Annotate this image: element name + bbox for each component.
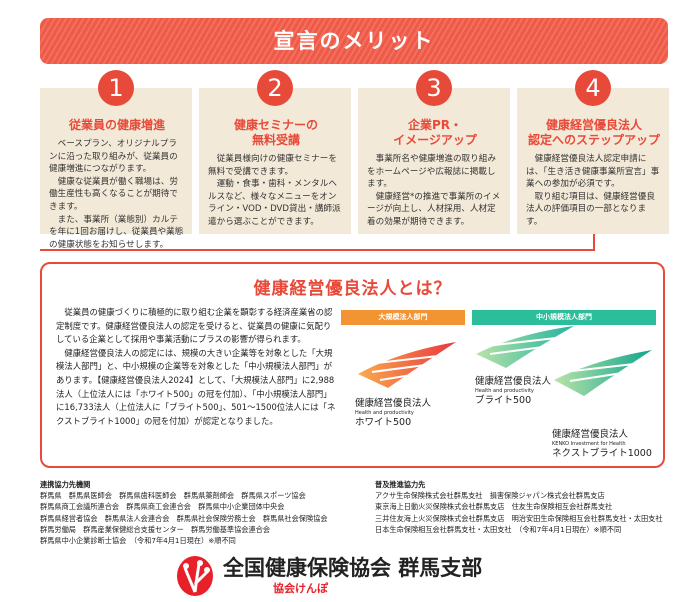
- connector-line: [593, 234, 595, 250]
- bright500-wing-icon: [476, 326, 574, 368]
- merit-title-line: 無料受講: [251, 133, 300, 147]
- merit-title: 企業PR・イメージアップ: [367, 118, 503, 148]
- large-category-tag: 大規模法人部門: [341, 310, 465, 325]
- merit-body: 従業員様向けの健康セミナーを無料で受講できます。運動・食事・歯科・メンタルヘルス…: [208, 153, 344, 229]
- about-section: 健康経営優良法人とは？ 従業員の健康づくりに積極的に取り組む企業を顕彰する経済産…: [40, 262, 665, 468]
- kyokai-kenpo-logo-icon: [177, 556, 213, 596]
- next-bright1000-logo: 健康経営優良法人 KENKO Investment for Health ネクス…: [552, 429, 652, 459]
- merits-banner: 宣言のメリット: [40, 18, 668, 64]
- merit-title-line: 従業員の健康増進: [68, 118, 165, 132]
- merit-number: 2: [257, 70, 293, 106]
- merit-title: 健康経営優良法人認定へのステップアップ: [526, 118, 662, 148]
- merit-title: 健康セミナーの無料受講: [208, 118, 344, 148]
- merit-title-line: 企業PR・: [407, 118, 463, 132]
- logo-en: Health and productivity: [355, 410, 414, 416]
- promoters-title: 普及推進協力先: [375, 480, 426, 489]
- merit-card: 2 健康セミナーの無料受講従業員様向けの健康セミナーを無料で受講できます。運動・食…: [199, 70, 351, 234]
- merit-paragraph: 健康な従業員が働く職場は、労働生産性も高くなることが期待できます。: [49, 176, 178, 212]
- white500-wing-icon: [358, 342, 456, 388]
- list-line: 群馬県中小企業診断士協会 （令和7年4月1日現在）※順不同: [40, 536, 236, 546]
- logo-name: 健康経営優良法人: [355, 398, 432, 409]
- merit-body: ベースプラン、オリジナルプランに沿った取り組みが、従業員の健康増進につながります…: [49, 138, 185, 251]
- merit-card: 1 従業員の健康増進ベースプラン、オリジナルプランに沿った取り組みが、従業員の健康…: [40, 70, 192, 250]
- list-line: 群馬県商工会議所連合会 群馬県商工会連合会 群馬県中小企業団体中央会: [40, 502, 285, 512]
- merit-title-line: イメージアップ: [393, 133, 477, 147]
- about-paragraph: 健康経営優良法人の認定には、規模の大きい企業等を対象とした「大規模法人部門」と、…: [56, 347, 336, 426]
- merit-paragraph: また、事業所（業態別）カルテを年に1回お届けし、従業員や業態の健康状態をお知らせ…: [49, 214, 184, 250]
- merit-number: 4: [575, 70, 611, 106]
- merit-paragraph: 健康経営優良法人認定申請には、「生き活き健康事業所宣言」事業への参加が必須です。: [526, 154, 660, 190]
- list-line: 群馬県 群馬県医師会 群馬県歯科医師会 群馬県薬剤師会 群馬県スポーツ協会: [40, 491, 306, 501]
- logo-rank: ホワイト500: [355, 417, 412, 428]
- logo-name: 健康経営優良法人: [552, 429, 629, 440]
- list-line: 日本生命保険相互会社群馬支社・太田支社 （令和7年4月1日現在）※順不同: [375, 524, 622, 534]
- about-paragraph: 従業員の健康づくりに積極的に取り組む企業を顕彰する経済産業省の認定制度です。健康…: [56, 307, 333, 345]
- partners-list: 連携協力先機関 群馬県 群馬県医師会 群馬県歯科医師会 群馬県薬剤師会 群馬県ス…: [40, 479, 328, 546]
- about-text: 従業員の健康づくりに積極的に取り組む企業を顕彰する経済産業省の認定制度です。健康…: [56, 306, 338, 428]
- about-title: 健康経営優良法人とは？: [253, 279, 452, 299]
- merit-paragraph: 従業員様向けの健康セミナーを無料で受講できます。: [208, 154, 337, 177]
- merit-paragraph: 取り組む項目は、健康経営優良法人の評価項目の一部となります。: [526, 191, 655, 227]
- merit-card: 3 企業PR・イメージアップ事業所名や健康増進の取り組みをホームページや広報誌に掲…: [358, 70, 510, 234]
- partners-title: 連携協力先機関: [40, 480, 91, 489]
- merit-number: 1: [98, 70, 134, 106]
- logo-rank: ブライト500: [475, 395, 532, 406]
- organization-nickname: 協会けんぽ: [273, 582, 328, 595]
- list-line: アクサ生命保険株式会社群馬支社 損害保険ジャパン株式会社群馬支店: [375, 491, 605, 501]
- connector-line: [40, 249, 595, 251]
- small-category-tag: 中小規模法人部門: [472, 310, 656, 325]
- next-bright1000-wing-icon: [554, 350, 652, 396]
- merit-paragraph: 運動・食事・歯科・メンタルヘルスなど、様々なメニューをオンライン・VOD・DVD…: [208, 179, 341, 227]
- merit-body: 事業所名や健康増進の取り組みをホームページや広報誌に掲載します。健康経営*の推進…: [367, 153, 503, 229]
- merit-paragraph: 事業所名や健康増進の取り組みをホームページや広報誌に掲載します。: [367, 154, 496, 190]
- merit-title-line: 認定へのステップアップ: [527, 133, 660, 147]
- merit-paragraph: ベースプラン、オリジナルプランに沿った取り組みが、従業員の健康増進につながります…: [49, 139, 178, 175]
- list-line: 群馬労働局 群馬産業保健総合支援センター 群馬労働基準協会連合会: [40, 524, 271, 534]
- bright500-logo: 健康経営優良法人 Health and productivity ブライト500: [475, 376, 551, 406]
- logo-en: Health and productivity: [475, 388, 534, 394]
- organization-name: 全国健康保険協会 群馬支部: [223, 556, 483, 580]
- list-line: 三井住友海上火災保険株式会社群馬支店 明治安田生命保険相互会社群馬支社・太田支社: [375, 513, 663, 523]
- merit-title-line: 健康セミナーの: [233, 118, 318, 132]
- merit-card: 4 健康経営優良法人認定へのステップアップ健康経営優良法人認定申請には、「生き活き…: [517, 70, 669, 234]
- merit-body: 健康経営優良法人認定申請には、「生き活き健康事業所宣言」事業への参加が必須です。…: [526, 153, 662, 229]
- merit-number: 3: [416, 70, 452, 106]
- list-line: 東京海上日動火災保険株式会社群馬支店 住友生命保険相互会社群馬支社: [375, 502, 613, 512]
- merit-paragraph: 健康経営*の推進で事業所のイメージが向上し、人材採用、人材定着の効果が期待できま…: [367, 191, 501, 227]
- logo-name: 健康経営優良法人: [475, 376, 552, 387]
- list-line: 群馬県経営者協会 群馬県法人会連合会 群馬県社会保険労務士会 群馬県社会保険協会: [40, 513, 328, 523]
- logo-rank: ネクストブライト1000: [552, 448, 652, 459]
- merit-title: 従業員の健康増進: [49, 118, 185, 133]
- white500-logo: 健康経営優良法人 Health and productivity ホワイト500: [355, 398, 431, 428]
- logo-en: KENKO Investment for Health: [552, 441, 626, 447]
- promoters-list: 普及推進協力先 アクサ生命保険株式会社群馬支社 損害保険ジャパン株式会社群馬支店…: [375, 479, 663, 535]
- merit-title-line: 健康経営優良法人: [545, 118, 642, 132]
